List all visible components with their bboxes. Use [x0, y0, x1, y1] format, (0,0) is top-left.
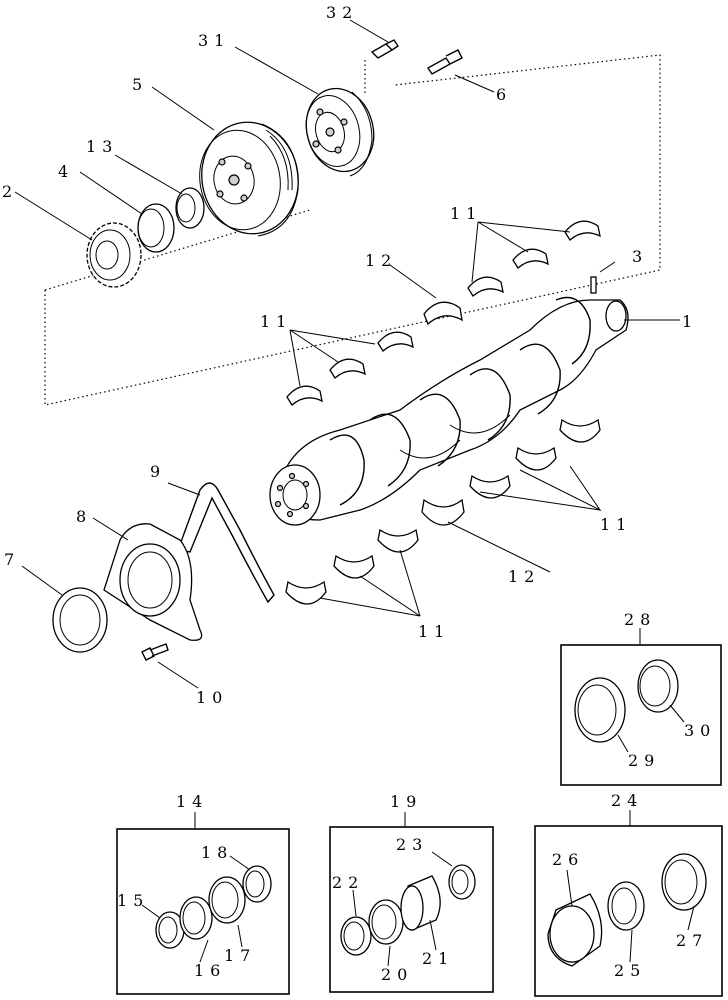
gasket-9 — [177, 482, 275, 604]
label-19: 19 — [390, 792, 422, 811]
label-11-right: 11 — [600, 515, 632, 534]
leader-lines — [14, 19, 680, 689]
inset-box-14 — [116, 812, 290, 995]
gear-2 — [86, 222, 142, 288]
label-1: 1 — [682, 312, 698, 331]
label-11-left: 11 — [260, 312, 292, 331]
label-24: 24 — [611, 791, 643, 810]
crankshaft-1 — [269, 296, 629, 526]
label-9: 9 — [150, 462, 166, 481]
inset-box-28 — [560, 628, 722, 786]
pin-3 — [590, 276, 597, 294]
label-21: 21 — [422, 949, 454, 968]
label-16: 16 — [194, 961, 226, 980]
label-8: 8 — [76, 507, 92, 526]
label-32: 32 — [326, 3, 358, 22]
callout-labels: 1 2 3 4 5 6 7 8 9 10 11 11 11 11 12 12 1… — [2, 3, 716, 984]
seal-13 — [175, 187, 205, 229]
label-10: 10 — [196, 688, 228, 707]
label-26: 26 — [552, 850, 584, 869]
label-28: 28 — [624, 610, 656, 629]
bolt-32 — [370, 39, 399, 59]
inset-box-24 — [534, 810, 723, 997]
label-15: 15 — [117, 891, 149, 910]
label-27: 27 — [676, 931, 708, 950]
label-12-bottom: 12 — [508, 567, 540, 586]
label-7: 7 — [4, 550, 20, 569]
label-13: 13 — [86, 137, 118, 156]
label-20: 20 — [381, 965, 413, 984]
label-12-top: 12 — [365, 251, 397, 270]
label-17: 17 — [224, 946, 256, 965]
label-31: 31 — [198, 31, 230, 50]
label-30: 30 — [684, 721, 716, 740]
label-2: 2 — [2, 182, 18, 201]
label-29: 29 — [628, 751, 660, 770]
bearing-shells-upper — [286, 220, 601, 406]
label-4: 4 — [58, 162, 74, 181]
label-18: 18 — [201, 843, 233, 862]
bearing-shells-lower — [285, 418, 601, 605]
label-11-top: 11 — [450, 204, 482, 223]
bolt-6 — [426, 49, 463, 75]
label-3: 3 — [632, 247, 648, 266]
label-6: 6 — [496, 85, 512, 104]
seal-7 — [52, 587, 108, 653]
inset-box-19 — [329, 812, 494, 993]
label-5: 5 — [132, 75, 148, 94]
label-11-bottom: 11 — [418, 622, 450, 641]
pulley-hub-31 — [305, 87, 375, 177]
damper-pulley-5 — [199, 121, 299, 237]
label-25: 25 — [614, 961, 646, 980]
label-14: 14 — [176, 792, 208, 811]
bolt-10 — [141, 643, 169, 661]
label-23: 23 — [396, 835, 428, 854]
label-22: 22 — [332, 873, 364, 892]
ring-4 — [137, 203, 175, 253]
seal-housing-8 — [103, 523, 203, 641]
